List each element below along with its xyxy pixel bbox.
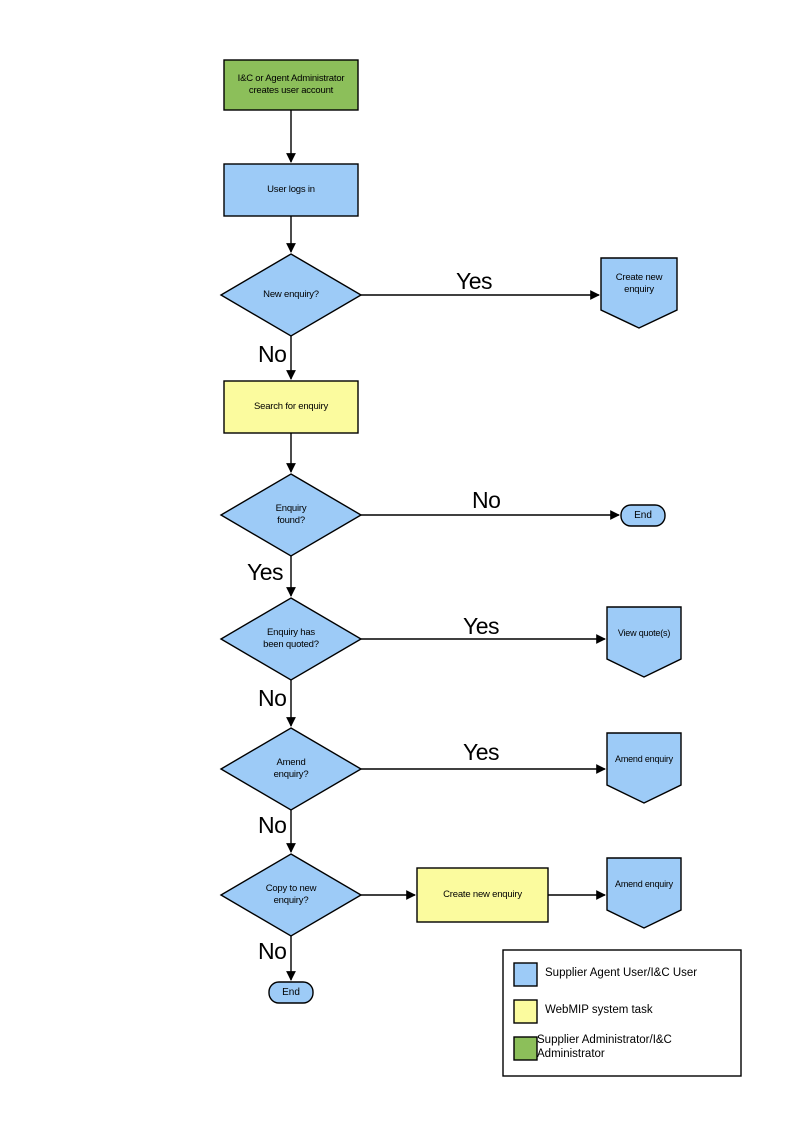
node-copy-to-new-enquiry-decision[interactable] (219, 853, 363, 937)
node-amend-enquiry-decision[interactable] (219, 727, 363, 811)
legend-label-supplier-admin: Supplier Administrator/I&C Administrator (537, 1034, 672, 1060)
node-enquiry-found-decision[interactable] (219, 473, 363, 557)
node-end-not-found[interactable] (620, 504, 666, 527)
edge-label-amend-enquiry-yes: Yes (463, 739, 500, 765)
node-amend-enquiry-output-2[interactable] (606, 857, 682, 929)
node-search-for-enquiry[interactable] (223, 380, 359, 434)
node-amend-enquiry-output-1[interactable] (606, 732, 682, 804)
edge-label-amend-enquiry-no: No (258, 812, 287, 838)
node-view-quotes[interactable] (606, 606, 682, 678)
legend-box (502, 949, 742, 1077)
legend-swatch-supplier-admin (513, 1036, 538, 1061)
edge-label-enquiry-quoted-no: No (258, 685, 287, 711)
label-end-not-found: End (634, 510, 652, 521)
node-enquiry-quoted-decision[interactable] (219, 597, 363, 681)
legend-swatch-webmip-system (513, 999, 538, 1024)
edge-label-enquiry-quoted-yes: Yes (463, 613, 500, 639)
node-new-enquiry-decision[interactable] (219, 253, 363, 337)
edge-label-enquiry-found-yes: Yes (247, 559, 284, 585)
edge-label-copy-enquiry-no: No (258, 938, 287, 964)
label-end-final: End (282, 987, 300, 998)
edge-label-new-enquiry-no: No (258, 341, 287, 367)
edge-label-enquiry-found-no: No (472, 487, 501, 513)
node-create-new-enquiry-bottom[interactable] (416, 867, 549, 923)
node-user-logs-in[interactable] (223, 163, 359, 217)
node-admin-creates-account[interactable] (223, 59, 359, 111)
legend-label-supplier-agent: Supplier Agent User/I&C User (545, 967, 698, 979)
legend-label-webmip-system: WebMIP system task (545, 1004, 653, 1016)
legend-swatch-supplier-agent (513, 962, 538, 987)
node-end-final[interactable] (268, 981, 314, 1004)
edge-label-new-enquiry-yes: Yes (456, 268, 493, 294)
node-create-new-enquiry-top[interactable] (600, 257, 678, 329)
